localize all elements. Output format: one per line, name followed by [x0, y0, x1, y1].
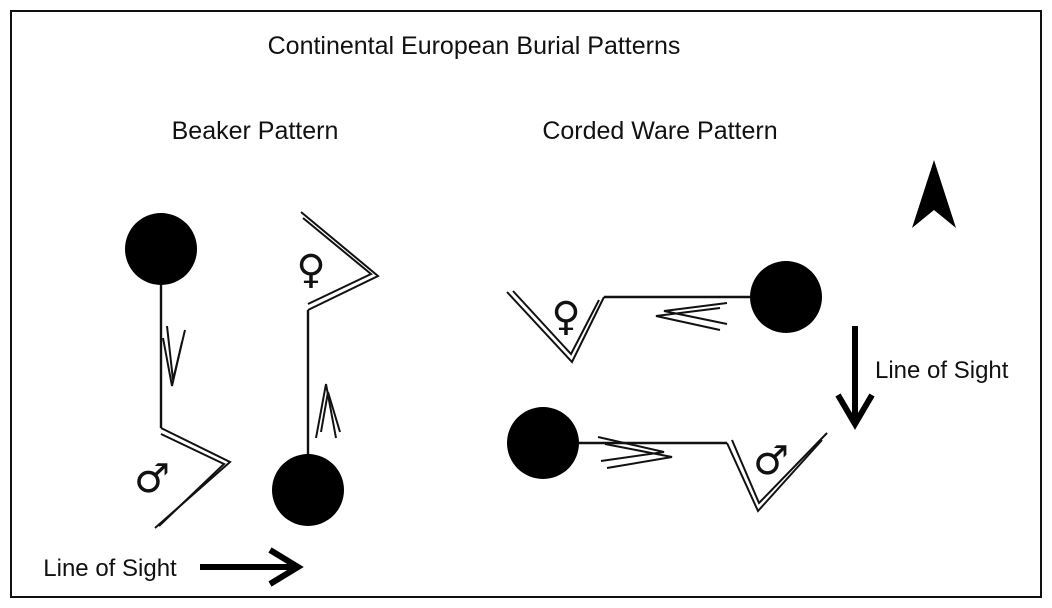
beaker-male-burial: ♂: [125, 213, 232, 529]
corded-ware-pattern-heading: Corded Ware Pattern: [542, 117, 777, 145]
beaker-female-arm-mark-inner: [320, 391, 341, 433]
corded-male-arm-mark-inner: [604, 443, 673, 469]
beaker-male-head-disc: [125, 213, 197, 285]
corded-female-legs: [506, 291, 605, 364]
corded-line-of-sight-arrow-icon: [835, 393, 875, 430]
corded-male-legs-inner: [731, 432, 828, 505]
corded-line-of-sight-label: Line of Sight: [875, 357, 1009, 384]
corded-male-burial: ♂: [507, 407, 828, 513]
corded-female-head-disc: [750, 261, 822, 333]
beaker-female-arm-mark: [315, 383, 337, 439]
beaker-male-symbol-icon: ♂: [134, 456, 170, 502]
beaker-female-legs: [300, 211, 380, 311]
corded-female-arm-mark: [663, 302, 728, 325]
corded-male-arm-mark: [597, 436, 665, 462]
corded-female-burial: ♀: [506, 261, 822, 364]
beaker-female-symbol-icon: ♀: [296, 247, 325, 293]
corded-male-head-disc: [507, 407, 579, 479]
beaker-line-of-sight-label: Line of Sight: [43, 555, 177, 582]
corded-female-legs-inner: [512, 290, 600, 356]
beaker-male-arm-mark-inner: [162, 337, 183, 387]
corded-male-legs: [726, 439, 823, 513]
beaker-male-legs-inner: [158, 433, 226, 527]
diagram-title: Continental European Burial Patterns: [268, 32, 681, 60]
beaker-female-head-disc: [272, 454, 344, 526]
beaker-female-legs-inner: [302, 217, 373, 305]
north-arrow-icon: [912, 160, 956, 228]
corded-male-symbol-icon: ♂: [753, 438, 789, 484]
beaker-pattern-heading: Beaker Pattern: [172, 117, 339, 145]
beaker-line-of-sight-arrow-icon: [268, 547, 304, 587]
corded-female-arm-mark-inner: [655, 307, 721, 331]
beaker-female-burial: ♀: [272, 211, 380, 526]
diagram-frame: [10, 10, 1042, 598]
corded-female-symbol-icon: ♀: [551, 294, 580, 340]
